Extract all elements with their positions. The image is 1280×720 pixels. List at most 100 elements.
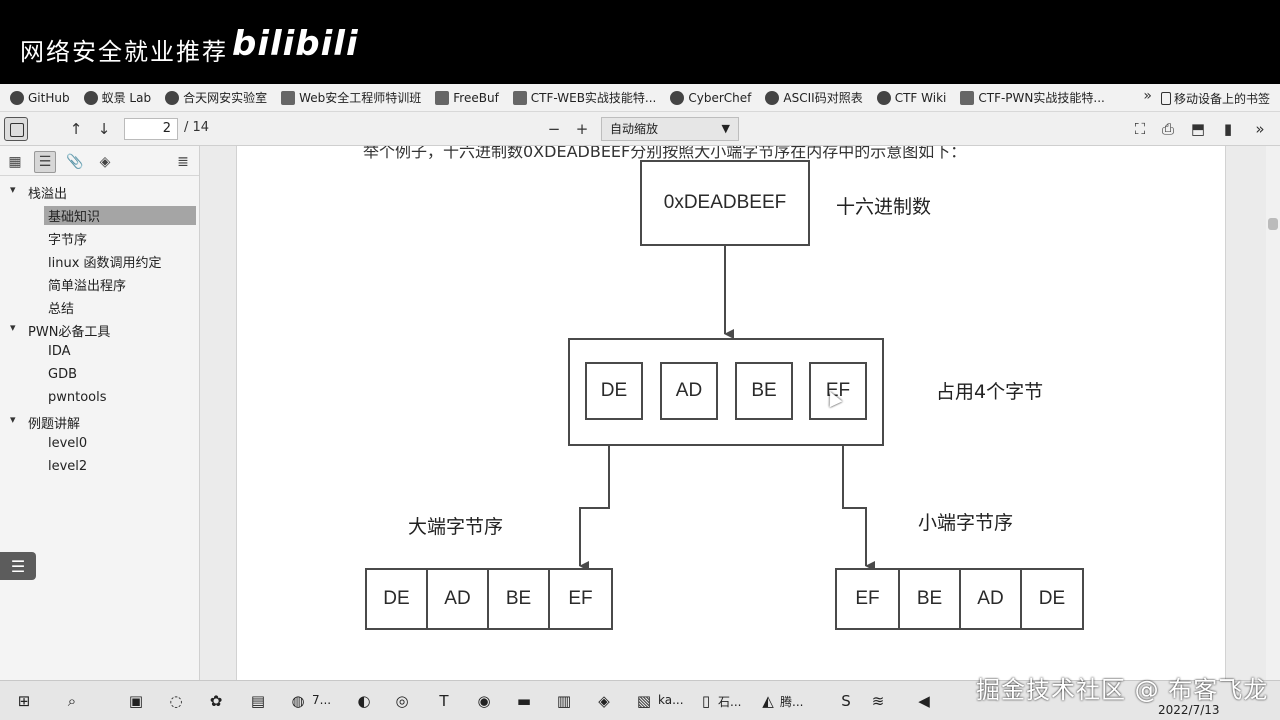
thumbnails-icon[interactable]: ▦ [8,154,22,170]
zoom-select[interactable]: 自动缩放 ▼ [601,117,739,141]
previous-page-button[interactable]: ↑ [69,120,83,138]
page-number-input[interactable]: 2 [124,118,178,140]
bookmark-yijing-lab[interactable]: 蚁景 Lab [83,89,151,106]
taskbar-date: 2022/7/13 [1158,703,1220,717]
outline-item-gdb[interactable]: GDB [48,367,78,382]
search-icon[interactable]: ⌕ [67,692,77,710]
tencent-icon[interactable]: ◭ [762,692,774,710]
text-app-icon[interactable]: ▯ [701,692,711,710]
document-outline-sidebar: ▦ ☰ 📎 ◈ ≣ 栈溢出 基础知识 字节序 linux 函数调用约定 简单溢出… [0,146,200,680]
find-current-outline-icon[interactable]: ≣ [177,154,189,170]
chevron-down-icon: ▼ [721,122,730,135]
source-value-box: 0xDEADBEEF [640,160,810,246]
bilibili-logo: bilibili [232,24,359,64]
bookmark-web-training[interactable]: Web安全工程师特训班 [281,89,421,106]
page-total: / 14 [184,120,210,135]
outline-item-summary[interactable]: 总结 [48,302,75,317]
watermark-text: 掘金技术社区 @ 布客飞龙 [976,676,1269,704]
chat-app-icon[interactable]: ◌ [169,692,183,710]
little-endian-byte-3: AD [959,568,1022,630]
zoom-out-button[interactable]: − [547,120,561,138]
scrollbar-thumb[interactable] [1268,218,1278,230]
windows-taskbar: ⊞ ⌕ ▣ ◌ ✿ ▤ ◍ 7... ◐ ◎ T ◉ ▬ ▥ ◈ ▧ ka...… [0,680,1280,720]
outline-item-ida[interactable]: IDA [48,344,71,359]
chrome-icon[interactable]: ◎ [395,692,409,710]
windows-start-icon[interactable]: ⊞ [17,692,31,710]
bookmark-cyberchef[interactable]: CyberChef [670,90,751,105]
taskbar-text-label: 石... [718,695,742,709]
bookmark-icon[interactable]: ▮ [1223,120,1233,138]
c-icon [765,90,780,105]
mobile-bookmarks[interactable]: 移动设备上的书签 [1160,90,1270,107]
sidebar-toggle-button[interactable] [4,117,28,141]
bytes-size-label: 占用4个字节 [936,381,1044,403]
input-method-icon[interactable]: S [841,692,851,710]
freebuf-icon [435,90,450,105]
big-endian-label: 大端字节序 [408,516,504,538]
outline-item-basics[interactable]: 基础知识 [44,206,196,225]
outline-item-calling-convention[interactable]: linux 函数调用约定 [48,256,162,271]
zoom-in-button[interactable]: + [575,120,589,138]
little-endian-label: 小端字节序 [918,512,1014,534]
byte-box-ad: AD [660,362,718,420]
save-icon[interactable]: ⬒ [1190,120,1206,138]
outline-item-byte-order[interactable]: 字节序 [48,233,88,248]
outline-item-simple-overflow[interactable]: 简单溢出程序 [48,279,127,294]
big-endian-byte-3: BE [487,568,550,630]
bookmark-hetian[interactable]: 合天网安实验室 [165,89,267,106]
firefox-icon[interactable]: ◍ [291,692,305,710]
bookmark-ctf-web[interactable]: CTF-WEB实战技能特... [512,89,656,106]
outline-section-stack-overflow[interactable]: 栈溢出 [10,183,67,202]
bookmarks-overflow-icon[interactable]: » [1143,88,1152,104]
outline-section-examples[interactable]: 例题讲解 [10,413,80,432]
layers-icon[interactable]: ◈ [99,154,111,170]
presentation-icon[interactable]: ⛶ [1134,120,1146,138]
outline-section-pwn-tools[interactable]: PWN必备工具 [10,321,111,340]
edge-icon[interactable]: ◐ [357,692,371,710]
notes-app-icon[interactable]: ▣ [128,692,144,710]
more-tools-icon[interactable]: » [1255,120,1265,138]
taskbar-tencent-label: 腾... [780,695,804,709]
outline-item-pwntools[interactable]: pwntools [48,390,107,405]
little-endian-byte-4: DE [1020,568,1084,630]
outline-icon[interactable]: ☰ [34,151,56,173]
big-endian-byte-4: EF [548,568,613,630]
video-banner: 网络安全就业推荐 bilibili [0,0,1280,84]
ida-icon[interactable]: ◈ [598,692,610,710]
typora-icon[interactable]: T [439,692,449,710]
next-page-button[interactable]: ↓ [97,120,111,138]
phone-icon [1160,92,1171,105]
flower-app-icon[interactable]: ✿ [209,692,223,710]
screen-recorder-icon[interactable]: ▤ [250,692,266,710]
arrow-to-big-endian [579,446,610,571]
big-endian-byte-1: DE [365,568,428,630]
big-endian-byte-2: AD [426,568,489,630]
github-icon [10,90,24,105]
terminal-icon[interactable]: ▬ [516,692,532,710]
bookmark-freebuf[interactable]: FreeBuf [435,90,499,105]
diamond-icon [512,90,527,105]
vertical-scrollbar[interactable] [1266,146,1280,680]
list-icon[interactable]: ☰ [0,552,36,580]
network-icon[interactable]: ≋ [871,692,885,710]
outline-item-level2[interactable]: level2 [48,459,88,474]
outline-item-level0[interactable]: level0 [48,436,88,451]
bookmark-ctf-pwn[interactable]: CTF-PWN实战技能特... [960,89,1105,106]
print-icon[interactable]: ⎙ [1161,120,1174,138]
vm-icon[interactable]: ▧ [636,692,652,710]
arrow-to-little-endian [842,446,875,571]
attachments-icon[interactable]: 📎 [66,154,84,170]
bookmark-ctf-wiki[interactable]: CTF Wiki [876,90,946,105]
bookmark-ascii[interactable]: ASCII码对照表 [765,89,863,106]
disk-icon[interactable]: ◉ [477,692,491,710]
diamond-icon [281,90,296,105]
little-endian-byte-2: BE [898,568,961,630]
byte-box-ef: EF [809,362,867,420]
diamond-icon [960,90,975,105]
ant-icon [83,90,98,105]
wireshark-icon[interactable]: ▥ [556,692,572,710]
volume-icon[interactable]: ◀ [918,692,930,710]
bookmark-github[interactable]: GitHub [10,90,70,105]
shield-icon [165,90,180,105]
